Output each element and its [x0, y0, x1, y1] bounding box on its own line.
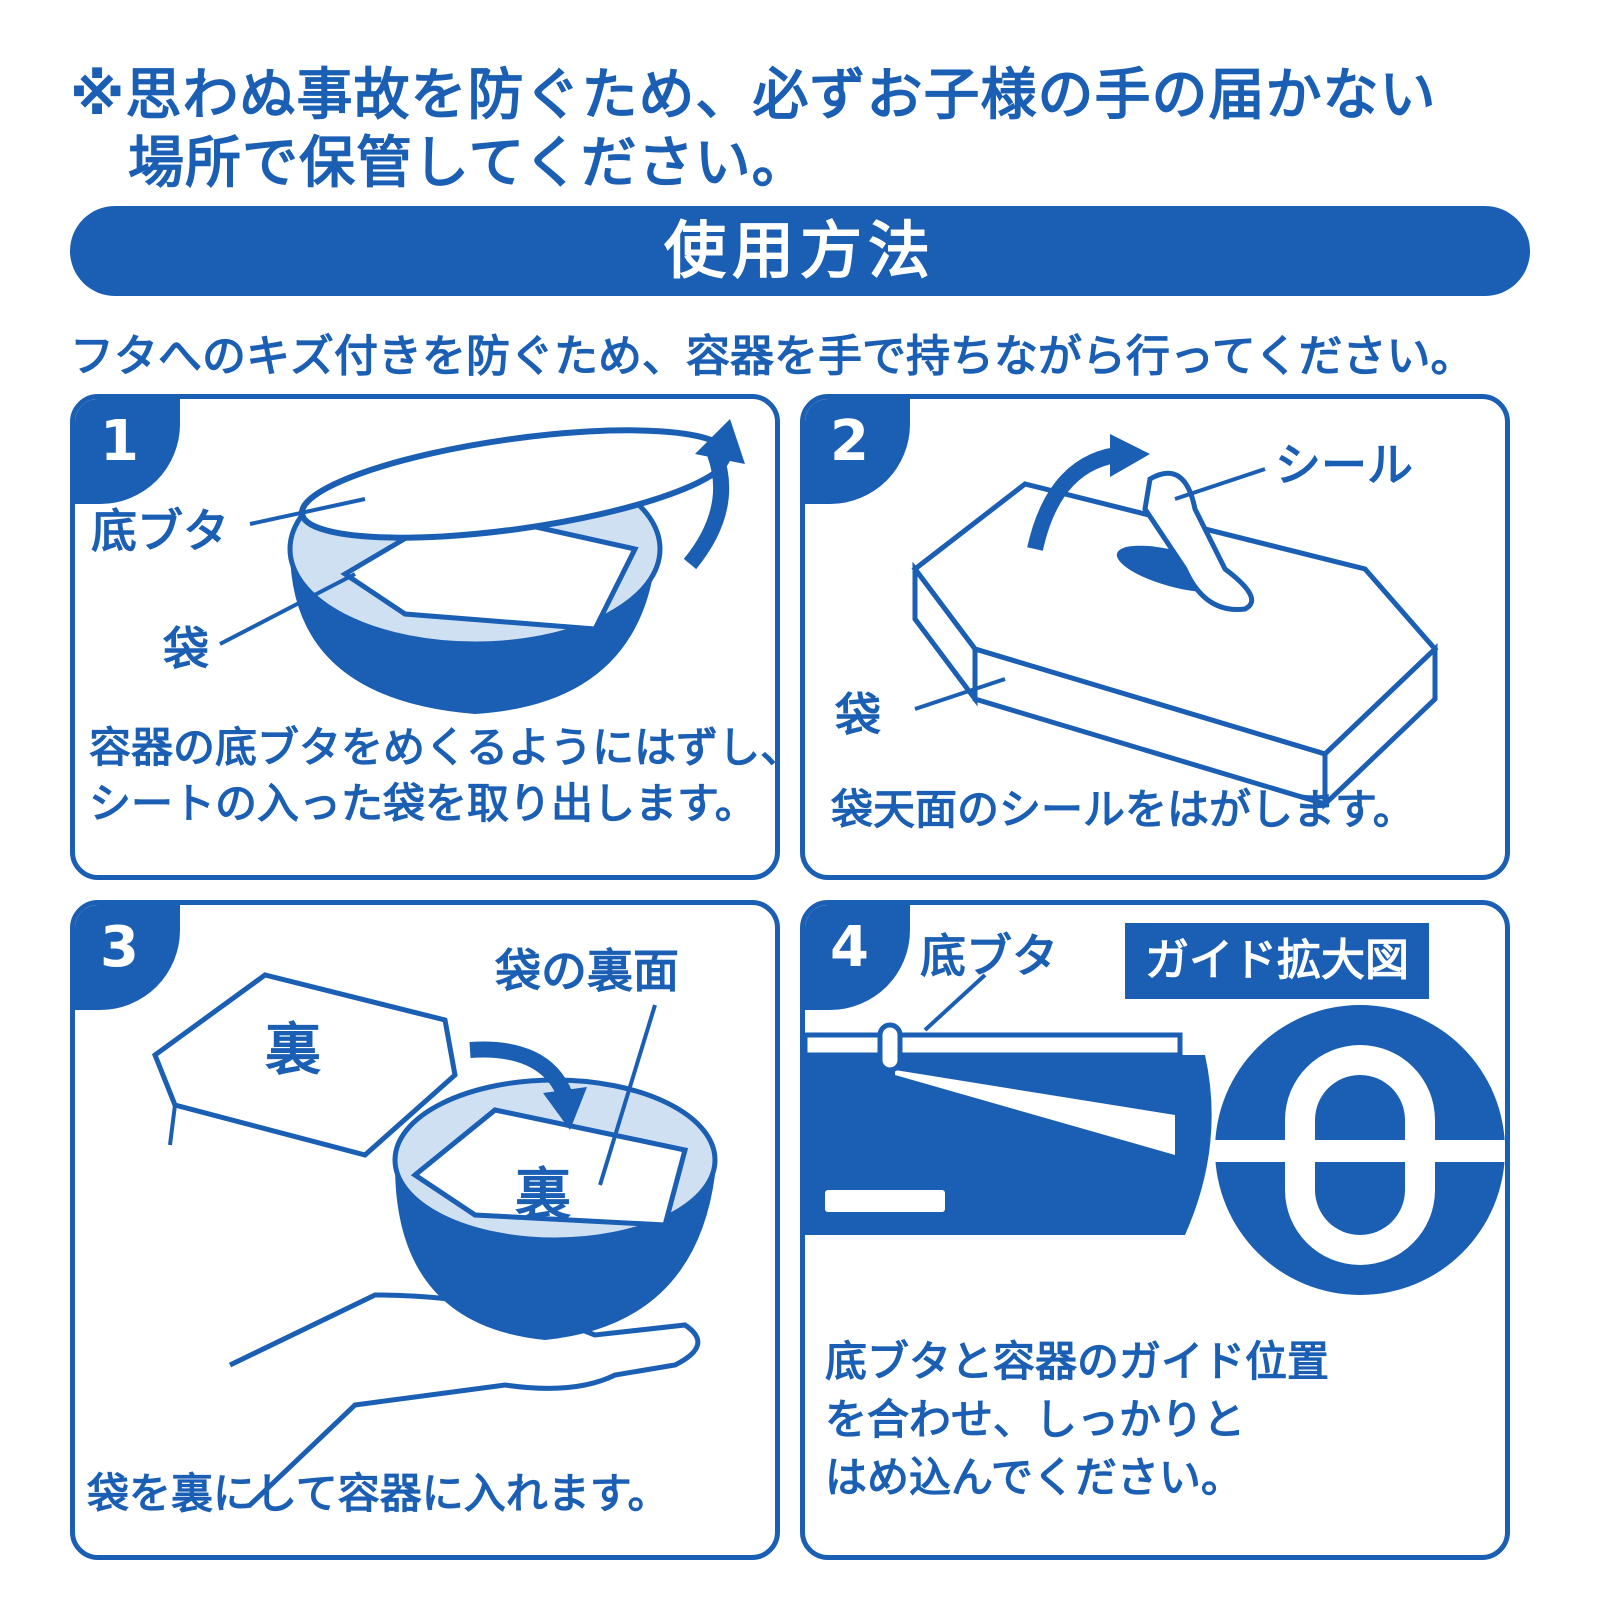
- lid-edge: [805, 1032, 1183, 1058]
- seal-flap: [1142, 470, 1255, 612]
- step-1-panel: 1 底ブタ 袋 容器の底ブタをめくるようにはずし、 シートの入った袋を取り出しま…: [70, 394, 780, 880]
- label-back-mark-inside: 裏: [515, 1163, 571, 1228]
- guide-mark: [877, 1022, 903, 1073]
- step-3-illustration: [151, 972, 718, 1507]
- step-1-illustration: [219, 419, 745, 714]
- label-bag: 袋: [835, 688, 881, 742]
- step-4-illustration: [805, 973, 1505, 1295]
- guide-zoom-label: ガイド拡大図: [1125, 923, 1429, 999]
- insert-arrow: [469, 1041, 573, 1099]
- label-seal: シール: [1275, 438, 1413, 492]
- step-1-caption-line-2: シートの入った袋を取り出します。: [89, 779, 757, 828]
- bag-in-container: [410, 1107, 689, 1228]
- label-back-mark-outside: 裏: [265, 1018, 321, 1083]
- zoom-guide-line: [1215, 1140, 1505, 1162]
- label-bottom-lid: 底ブタ: [91, 504, 229, 558]
- label-bag-back: 袋の裏面: [495, 944, 679, 998]
- label-bottom-lid: 底ブタ: [920, 929, 1058, 983]
- warning-line-2: 場所で保管してください。: [128, 131, 809, 196]
- peel-arrow-head: [1110, 434, 1150, 477]
- step-4-caption-line-3: はめ込んでください。: [825, 1453, 1243, 1502]
- section-title-banner: 使用方法: [70, 206, 1530, 296]
- slot: [825, 1190, 945, 1212]
- step-3-panel: 3 袋の裏面 裏 裏 袋を裏にして容器に入れます。: [70, 900, 780, 1560]
- step-3-caption: 袋を裏にして容器に入れます。: [87, 1469, 670, 1518]
- peel-arrow: [1027, 446, 1126, 551]
- label-bag: 袋: [163, 622, 209, 676]
- lift-arrow: [683, 451, 730, 570]
- step-1-caption-line-1: 容器の底ブタをめくるようにはずし、: [89, 723, 780, 772]
- step-2-panel: 2 シール 袋 袋天面のシールをはがします。: [800, 394, 1510, 880]
- warning-line-1: ※思わぬ事故を防ぐため、必ずお子様の手の届かない: [70, 63, 1437, 128]
- insert-arrow-head: [543, 1087, 587, 1130]
- step-4-panel: 4 底ブタ ガイド拡大図 底ブタと容器のガイド位置 を合わせ、しっかりと はめ込…: [800, 900, 1510, 1560]
- warning-text: ※思わぬ事故を防ぐため、必ずお子様の手の届かない 場所で保管してください。: [70, 62, 1436, 198]
- step-2-illustration: [911, 434, 1439, 810]
- step-4-caption-line-2: を合わせ、しっかりと: [825, 1395, 1246, 1444]
- intro-text: フタへのキズ付きを防ぐため、容器を手で持ちながら行ってください。: [70, 331, 1475, 382]
- step-2-caption: 袋天面のシールをはがします。: [831, 785, 1415, 834]
- step-4-caption-line-1: 底ブタと容器のガイド位置: [825, 1337, 1330, 1386]
- lift-arrow-head: [695, 419, 745, 464]
- step-3-number: 3: [75, 905, 180, 1010]
